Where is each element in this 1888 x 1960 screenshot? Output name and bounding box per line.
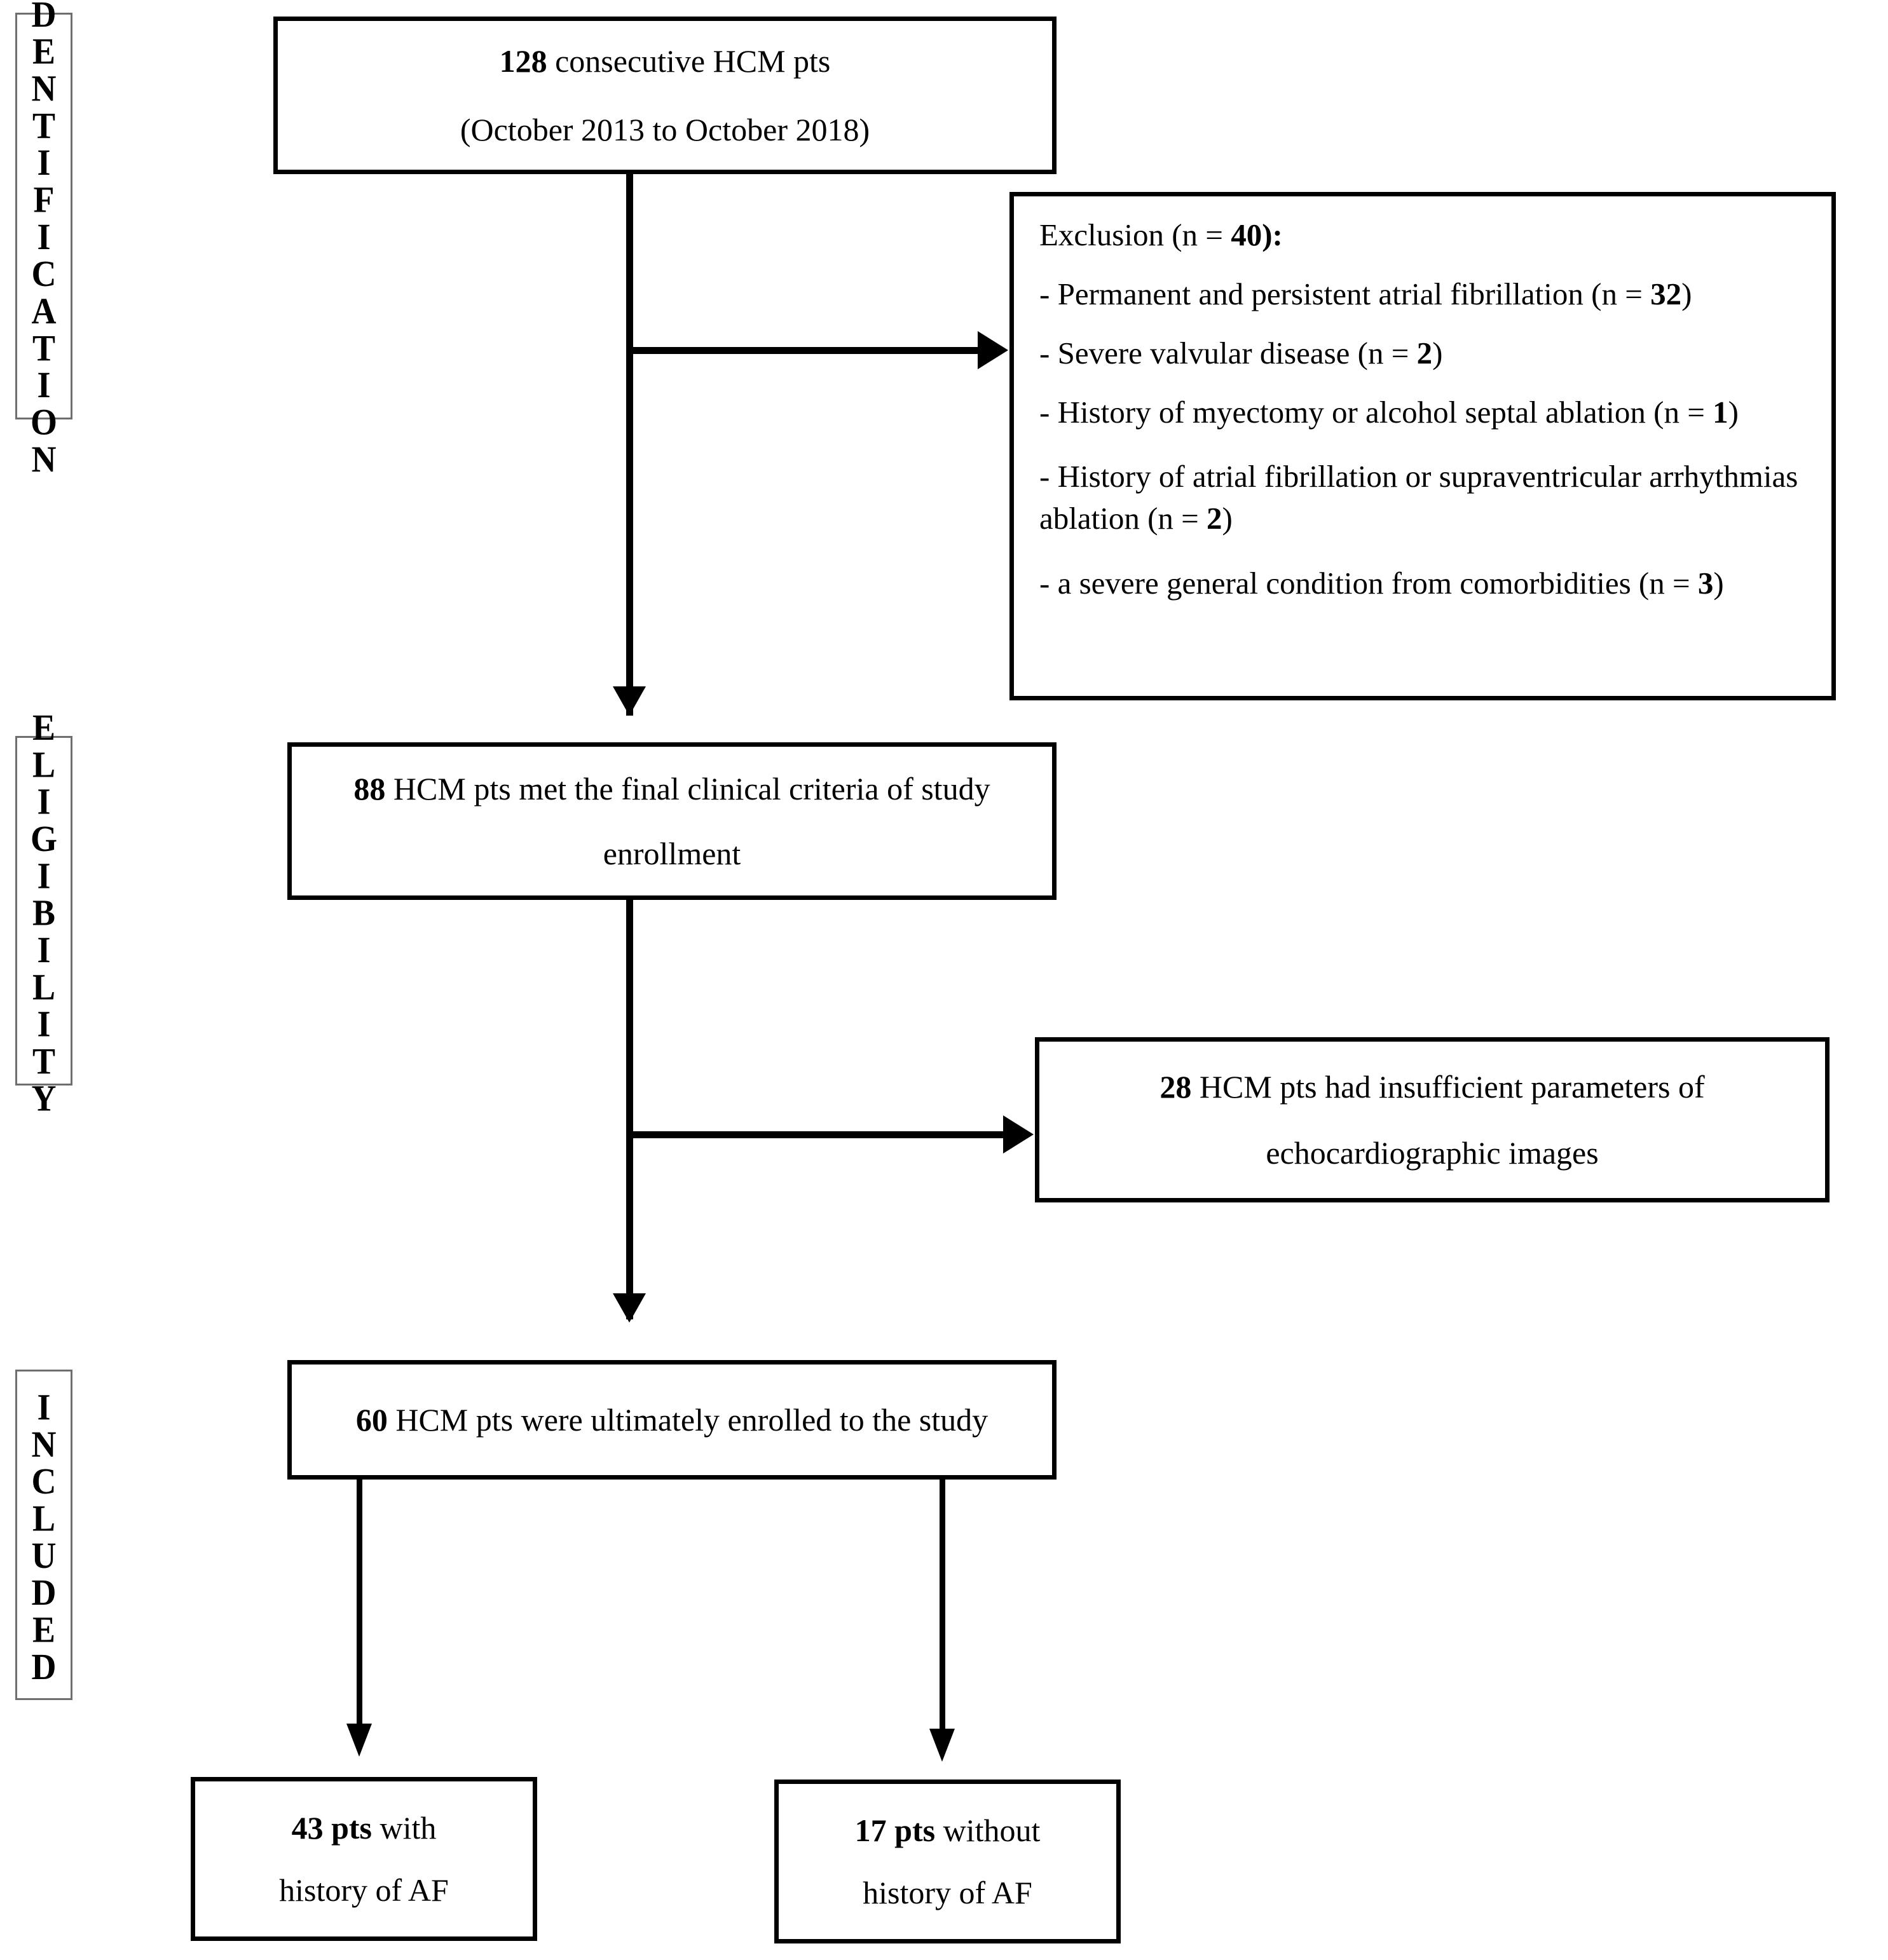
box-eligible-line2: enrollment [603, 836, 741, 871]
box-eligible-count: 88 [353, 770, 386, 806]
exclusion-item-tail: ) [1222, 501, 1233, 536]
stage-label-included-text: INCLUDED [25, 1386, 63, 1684]
stage-label-identification: IDENTIFICATION [15, 0, 72, 475]
connector-trunk-1 [626, 174, 633, 716]
connector-branch-exclusion [626, 347, 982, 354]
exclusion-item: - History of atrial fibrillation or supr… [1039, 456, 1831, 540]
box-included-count: 60 [355, 1401, 388, 1438]
box-exclusion-heading-count: 40 [1231, 217, 1262, 252]
connector-branch-insufficient [626, 1131, 1008, 1138]
exclusion-item-text: - History of myectomy or alcohol septal … [1039, 395, 1713, 430]
box-enrolled-total-line2: (October 2013 to October 2018) [460, 112, 870, 147]
box-insufficient-line2: echocardiographic images [1266, 1135, 1599, 1171]
box-without-af-line1: 17 pts without [854, 1812, 1041, 1848]
exclusion-item-count: 1 [1713, 395, 1728, 430]
box-exclusion: Exclusion (n = 40): - Permanent and pers… [1009, 192, 1836, 700]
exclusion-item-text: - a severe general condition from comorb… [1039, 566, 1698, 601]
stage-label-identification-text: IDENTIFICATION [25, 0, 63, 476]
box-eligible-line1: 88 HCM pts met the final clinical criter… [353, 772, 990, 806]
box-with-af: 43 pts with history of AF [191, 1777, 537, 1941]
connector-split-right [940, 1480, 945, 1739]
box-insufficient-parameters: 28 HCM pts had insufficient parameters o… [1035, 1037, 1830, 1202]
box-eligible: 88 HCM pts met the final clinical criter… [287, 742, 1057, 900]
box-included-line1: 60 HCM pts were ultimately enrolled to t… [356, 1403, 988, 1437]
exclusion-item-count: 2 [1207, 501, 1222, 536]
connector-split-left [357, 1480, 362, 1734]
arrow-into-exclusion-box [978, 331, 1008, 369]
box-with-af-line1-rest: with [372, 1809, 437, 1846]
stage-label-included: INCLUDED [15, 1370, 72, 1700]
box-eligible-line1-rest: HCM pts met the final clinical criteria … [385, 770, 990, 806]
box-without-af-count: 17 pts [854, 1812, 936, 1848]
exclusion-item-count: 3 [1697, 566, 1714, 601]
box-enrolled-total-line1-rest: consecutive HCM pts [547, 43, 831, 79]
connector-trunk-2 [626, 900, 633, 1319]
exclusion-item-text: - History of atrial fibrillation or supr… [1039, 459, 1798, 536]
box-enrolled-total-count: 128 [499, 43, 547, 79]
exclusion-item-text: - Severe valvular disease (n = [1039, 336, 1417, 371]
box-insufficient-line1: 28 HCM pts had insufficient parameters o… [1159, 1070, 1704, 1104]
exclusion-item-tail: ) [1432, 336, 1443, 371]
exclusion-item-tail: ) [1681, 276, 1692, 311]
exclusion-item-count: 2 [1416, 336, 1433, 371]
stage-label-eligibility-text: ELIGIBILITY [25, 707, 63, 1115]
arrow-into-included-box [613, 1293, 646, 1323]
arrow-into-with-af-box [346, 1724, 372, 1757]
box-without-af-line2: history of AF [863, 1875, 1032, 1910]
exclusion-item-tail: ) [1728, 395, 1739, 430]
box-with-af-line1: 43 pts with [292, 1811, 437, 1845]
arrow-into-without-af-box [929, 1729, 955, 1762]
box-enrolled-total-line1: 128 consecutive HCM pts [500, 44, 831, 78]
box-with-af-line2: history of AF [279, 1872, 449, 1908]
exclusion-item-tail: ) [1713, 566, 1724, 601]
box-with-af-count: 43 pts [291, 1809, 372, 1846]
exclusion-item-count: 32 [1650, 276, 1682, 311]
arrow-into-eligible-box [613, 686, 646, 716]
box-enrolled-total: 128 consecutive HCM pts (October 2013 to… [273, 17, 1057, 174]
exclusion-item: - History of myectomy or alcohol septal … [1039, 397, 1831, 428]
exclusion-item-text: - Permanent and persistent atrial fibril… [1039, 276, 1651, 311]
box-without-af-line1-rest: without [935, 1812, 1041, 1848]
exclusion-item: - Permanent and persistent atrial fibril… [1039, 278, 1831, 310]
box-without-af: 17 pts without history of AF [774, 1780, 1121, 1943]
box-exclusion-heading-pre: Exclusion (n = [1039, 217, 1231, 252]
exclusion-item: - a severe general condition from comorb… [1039, 568, 1831, 599]
stage-label-eligibility: ELIGIBILITY [15, 707, 72, 1115]
arrow-into-insufficient-box [1003, 1115, 1034, 1154]
box-included-line1-rest: HCM pts were ultimately enrolled to the … [387, 1401, 988, 1438]
box-included: 60 HCM pts were ultimately enrolled to t… [287, 1360, 1057, 1480]
box-exclusion-heading-post: ): [1262, 217, 1283, 252]
box-insufficient-line1-rest: HCM pts had insufficient parameters of [1191, 1068, 1705, 1105]
box-insufficient-count: 28 [1159, 1068, 1192, 1105]
box-exclusion-heading: Exclusion (n = 40): [1039, 219, 1831, 250]
exclusion-item: - Severe valvular disease (n = 2) [1039, 337, 1831, 369]
